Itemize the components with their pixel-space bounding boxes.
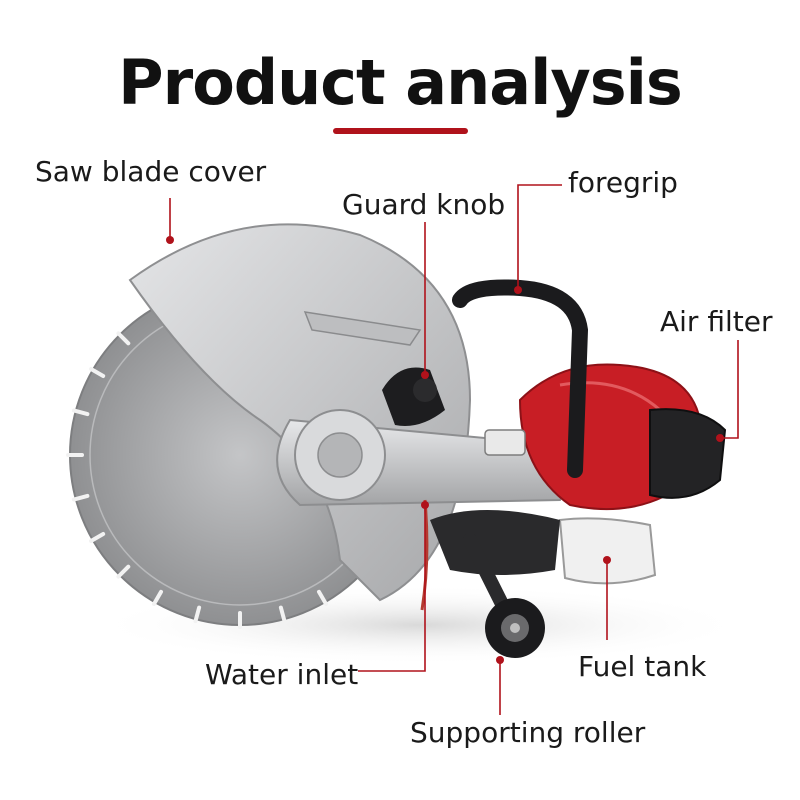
label-water-inlet: Water inlet [205, 658, 359, 691]
blade-segment-gap [116, 331, 131, 346]
marker-supporting-roller [496, 656, 504, 664]
blade-segment-gap [116, 564, 131, 579]
base-frame [430, 510, 560, 575]
label-foregrip: foregrip [568, 166, 678, 199]
guard-knob [382, 367, 445, 426]
leader-air-filter [720, 340, 739, 439]
blade-segment-gap [71, 493, 90, 502]
blade-segment-gap [71, 408, 90, 417]
marker-saw-blade-cover [166, 236, 174, 244]
blade-segment-gap [317, 589, 328, 606]
air-filter [649, 408, 727, 499]
title-underline [333, 128, 468, 134]
label-fuel-tank: Fuel tank [578, 650, 707, 683]
marker-air-filter [716, 434, 724, 442]
water-inlet-hose [420, 499, 429, 611]
marker-water-inlet [421, 501, 429, 509]
marker-fuel-tank [603, 556, 611, 564]
blade-segment-gap [152, 589, 163, 606]
blade-segment-gap [193, 605, 202, 624]
label-guard-knob: Guard knob [342, 188, 506, 221]
saw-blade-cover [128, 223, 472, 602]
supporting-roller [463, 533, 545, 658]
leader-foregrip [517, 184, 562, 290]
fuel-tank [558, 517, 657, 585]
blade-segment-gap [89, 367, 106, 378]
leader-water-inlet [358, 505, 426, 672]
marker-foregrip [514, 286, 522, 294]
blade-segment-gap [278, 605, 287, 624]
label-air-filter: Air filter [660, 305, 773, 338]
marker-guard-knob [421, 371, 429, 379]
label-supporting-roller: Supporting roller [410, 716, 646, 749]
page-title: Product analysis [118, 46, 683, 119]
label-saw-blade-cover: Saw blade cover [35, 155, 267, 188]
blade-segment-gap [89, 532, 106, 543]
